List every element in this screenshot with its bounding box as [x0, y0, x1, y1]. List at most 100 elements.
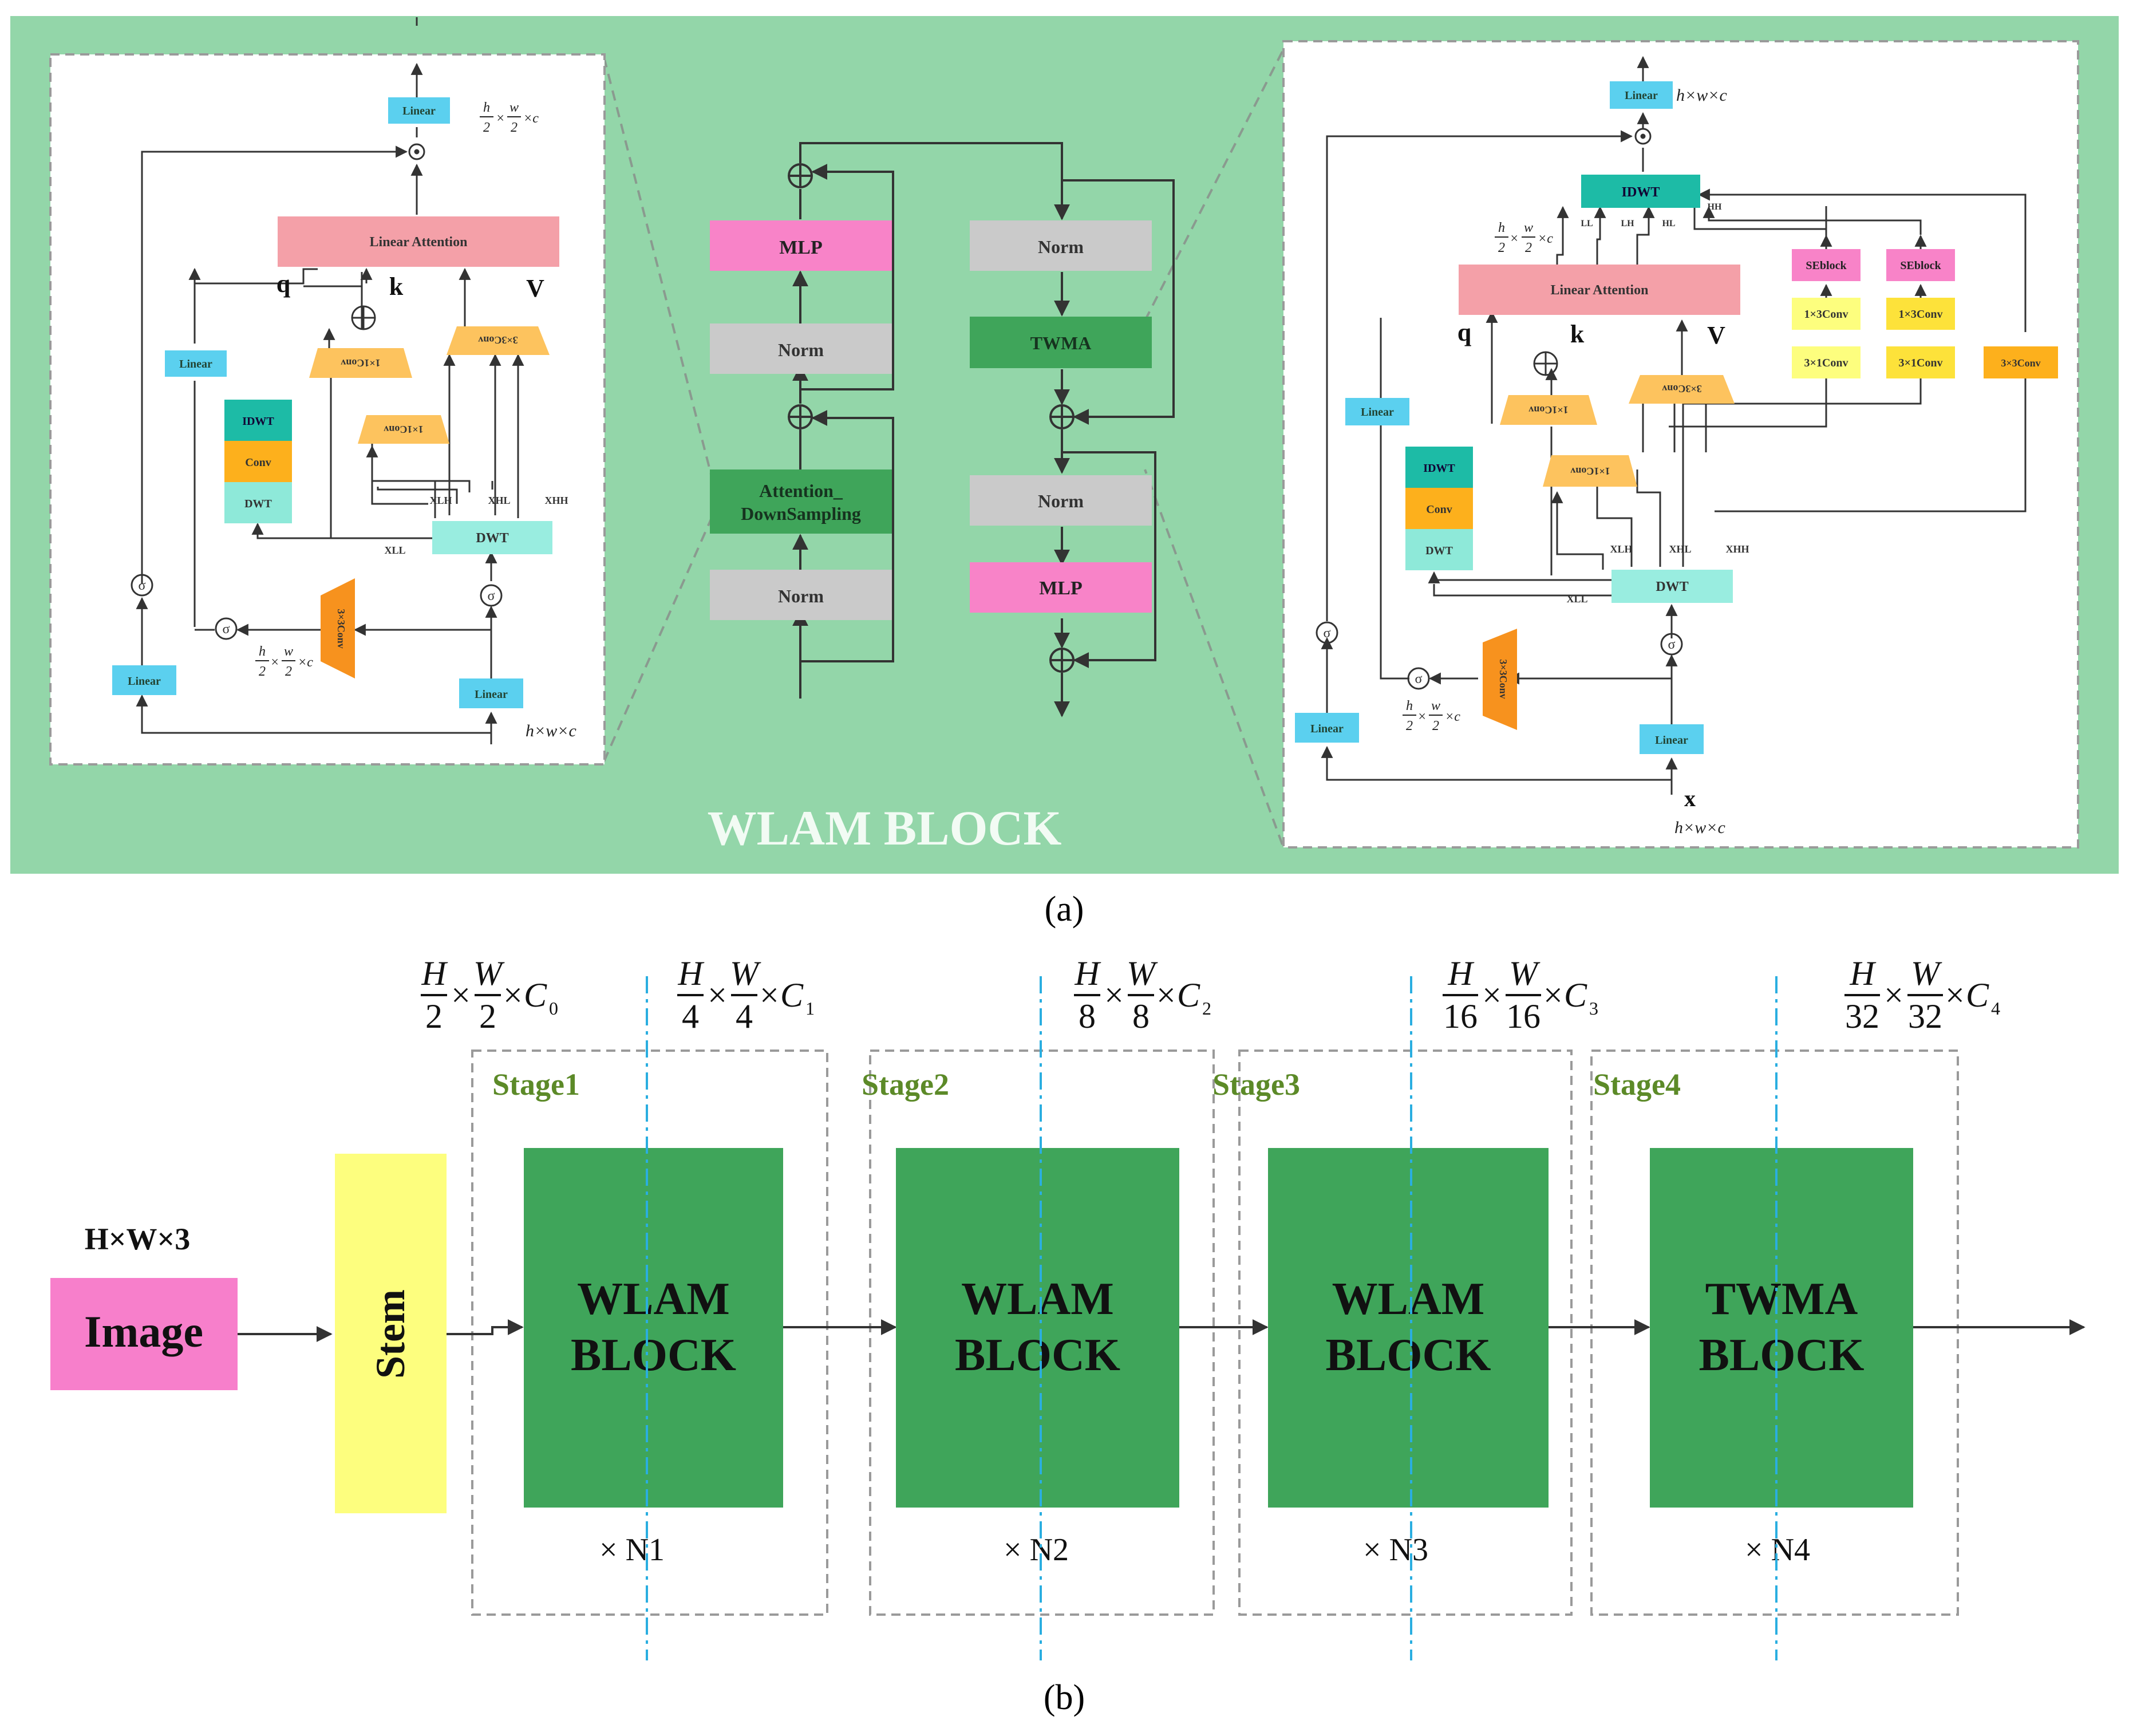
dims-den-h: 2 [425, 997, 443, 1035]
right-seblock-1 [1792, 249, 1861, 281]
stage-repeat: × N3 [1363, 1532, 1428, 1568]
right-conv-k-outer-label: 1×1Conv [1528, 404, 1568, 416]
right-linear-left-label: Linear [1310, 723, 1344, 735]
left-dims-mid: h 2 × w 2 ×c [255, 644, 313, 679]
left-conv-big-label: 3×3Conv [335, 609, 347, 648]
center-attention-downsampling-box [710, 469, 892, 534]
stage4-frame [1590, 1050, 1959, 1616]
right-dims-bottom: h×w×c [1674, 818, 1725, 837]
svg-text:h: h [259, 644, 266, 659]
svg-text:w: w [1524, 220, 1533, 235]
left-idwt-label: IDWT [242, 415, 274, 428]
stage-block-line2: BLOCK [571, 1330, 736, 1380]
dims-den-w: 8 [1132, 997, 1150, 1035]
dims-sub: 1 [805, 998, 815, 1019]
svg-text:×: × [270, 655, 279, 670]
stem-label: Stem [368, 1289, 413, 1379]
left-dwt-small-label: DWT [244, 498, 272, 510]
right-seblock-2-label: SEblock [1900, 259, 1941, 272]
dims-num-h: H [1074, 954, 1101, 992]
right-dims-low: h 2 × w 2 ×c [1403, 699, 1460, 733]
center-mlp-box [710, 220, 892, 271]
stage-label: Stage2 [862, 1067, 949, 1102]
left-linear-attention [278, 216, 559, 267]
right-linear-attention-label: Linear Attention [1551, 283, 1649, 298]
center-norm-box-3 [970, 220, 1152, 271]
center-norm-box-1 [710, 323, 892, 374]
stage-block-line1: WLAM [961, 1274, 1114, 1324]
svg-text:2: 2 [1406, 719, 1413, 733]
dims-num-h: H [421, 954, 448, 992]
left-dwt-small [224, 482, 292, 523]
dims-times: × [451, 976, 471, 1014]
right-q-label: q [1457, 318, 1472, 346]
right-xlh: XLH [1610, 543, 1632, 555]
svg-text:×c: ×c [523, 111, 539, 126]
left-dwt-main-label: DWT [476, 531, 508, 546]
right-conv13-2 [1886, 298, 1955, 330]
dims-num-w: W [730, 954, 761, 992]
stage-block [1268, 1148, 1549, 1508]
left-detail-panel: σ σ σ Linear h 2 × w 2 ×c Linear Attenti… [49, 17, 606, 766]
right-idwt-top-label: IDWT [1622, 185, 1660, 200]
right-hh: HH [1708, 202, 1722, 212]
left-conv [224, 441, 292, 482]
stage-block [1650, 1148, 1913, 1508]
dims-num-w: W [473, 954, 505, 992]
right-dwt-main-label: DWT [1656, 579, 1688, 594]
svg-text:×: × [1417, 709, 1427, 724]
stage-block-line2: BLOCK [1326, 1330, 1491, 1380]
right-idwt-label: IDWT [1423, 462, 1455, 475]
center-norm-box-4 [970, 475, 1152, 526]
left-conv-k-inner-label: 1×1Conv [384, 424, 423, 435]
stage3-frame [1238, 1050, 1573, 1616]
left-xll: XLL [384, 545, 405, 556]
left-sigma-1: σ [139, 578, 146, 593]
svg-text:×: × [1510, 231, 1519, 246]
center-mlp-label-2: MLP [1039, 578, 1083, 599]
left-conv-label: Conv [245, 456, 271, 469]
left-linear-right [459, 678, 523, 708]
stem-box [335, 1154, 447, 1513]
dims-num-h: H [677, 954, 705, 992]
input-dims-label: H×W×3 [85, 1222, 191, 1256]
right-conv-big [1483, 629, 1517, 730]
svg-text:×c: ×c [298, 655, 313, 670]
svg-text:h: h [1498, 220, 1505, 235]
center-norm-label-3: Norm [1038, 236, 1084, 257]
left-linear-q [165, 350, 227, 377]
left-conv-big [321, 578, 355, 678]
left-conv-k-outer [309, 348, 412, 378]
left-conv-v [447, 326, 550, 355]
stage-block-line1: WLAM [1332, 1274, 1485, 1324]
svg-text:2: 2 [1498, 240, 1505, 255]
right-linear-right-label: Linear [1655, 734, 1688, 747]
stage1-frame [471, 1050, 828, 1616]
center-block-diagram: MLP Norm Attention_ DownSampling Norm No… [710, 142, 1175, 717]
dims-times: × [1104, 976, 1124, 1014]
dims-den-h: 32 [1845, 997, 1879, 1035]
dims-num-w: W [1509, 954, 1541, 992]
right-linear-top [1610, 81, 1673, 109]
right-linear-left [1295, 713, 1359, 743]
wlam-block-title: WLAM BLOCK [708, 800, 1062, 855]
svg-text:2: 2 [511, 120, 518, 135]
dims-num-w: W [1911, 954, 1942, 992]
svg-text:2: 2 [1525, 240, 1532, 255]
left-conv-k-outer-label: 1×1Conv [341, 357, 380, 369]
right-lh: LH [1621, 219, 1634, 228]
dims-times-c: × [760, 976, 779, 1014]
dims-den-w: 32 [1908, 997, 1942, 1035]
right-v-label: V [1707, 321, 1725, 349]
center-mlp-box-2 [970, 562, 1152, 613]
dims-den-h: 4 [682, 997, 699, 1035]
caption-b: (b) [1044, 1678, 1085, 1717]
left-idwt [224, 400, 292, 441]
